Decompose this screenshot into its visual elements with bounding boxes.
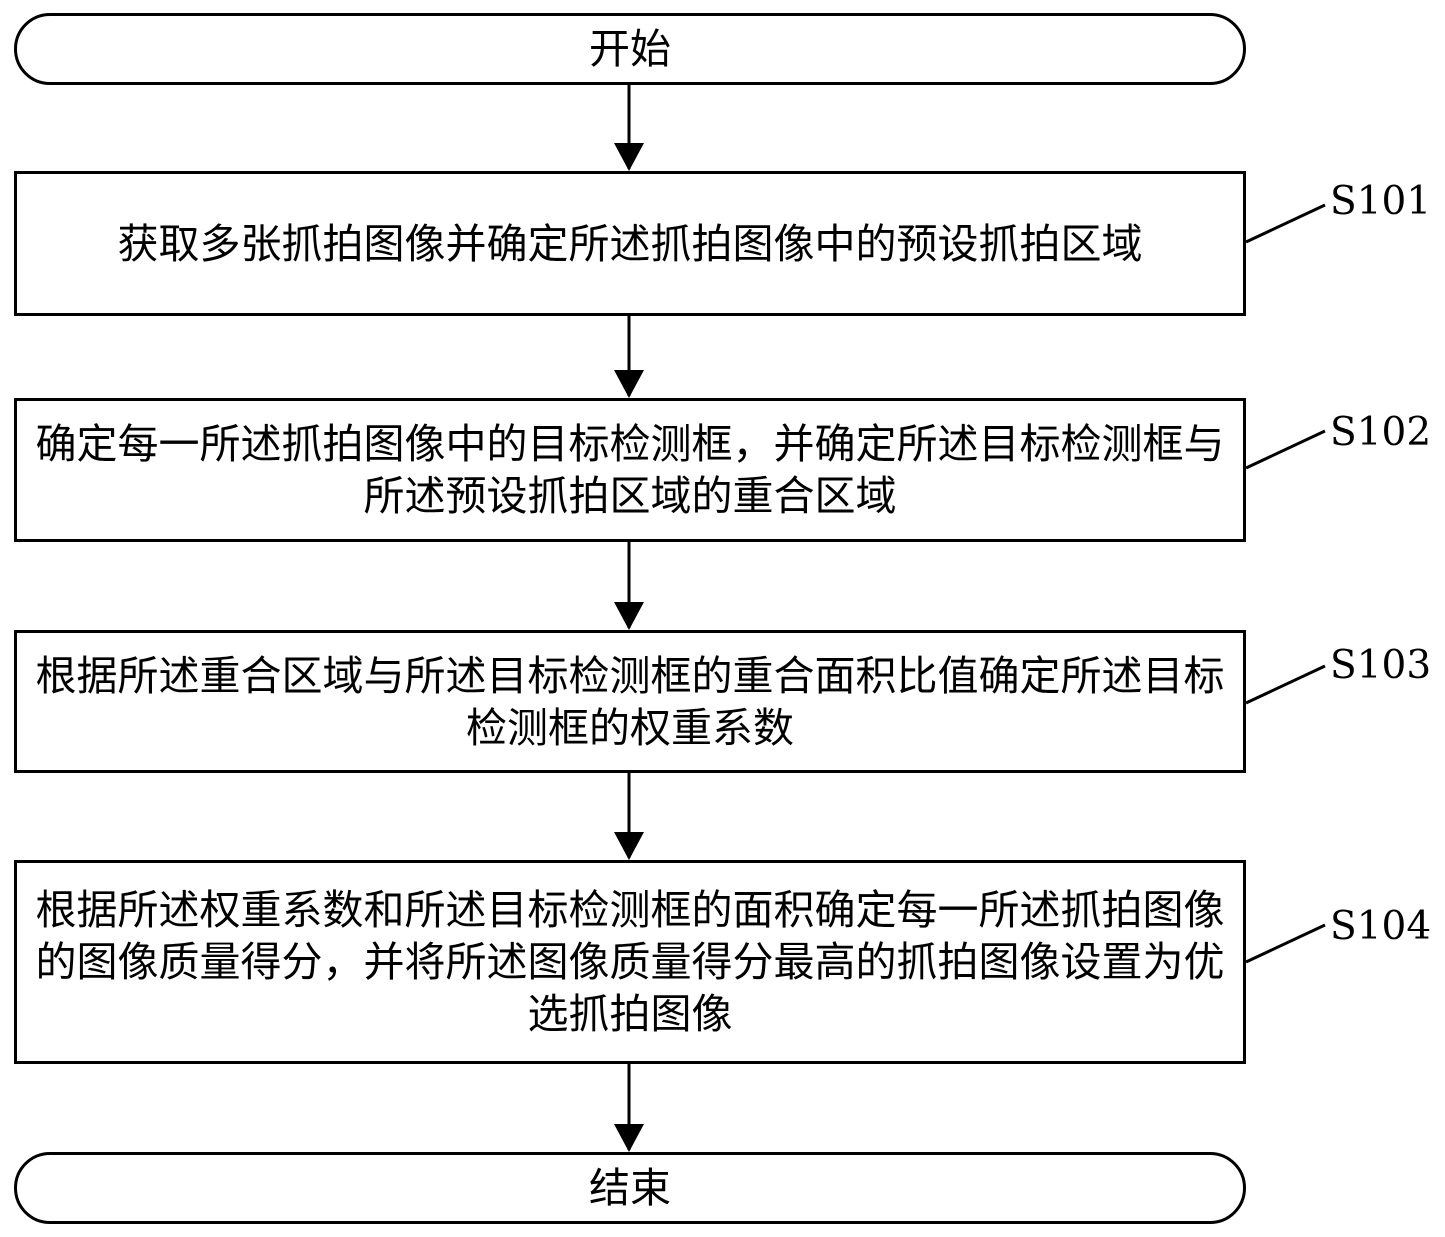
step-box-s102: 确定每一所述抓拍图像中的目标检测框，并确定所述目标检测框与所述预设抓拍区域的重合…	[14, 398, 1246, 542]
step-text-s104: 根据所述权重系数和所述目标检测框的面积确定每一所述抓拍图像的图像质量得分，并将所…	[35, 886, 1225, 1038]
step-label-s102: S102	[1330, 410, 1432, 455]
leader-line-s103	[1245, 664, 1326, 705]
start-label: 开始	[589, 25, 671, 73]
step-text-s103: 根据所述重合区域与所述目标检测框的重合面积比值确定所述目标检测框的权重系数	[35, 651, 1225, 752]
step-label-s103: S103	[1330, 643, 1432, 688]
step-label-s101: S101	[1330, 179, 1432, 224]
arrowhead-s103-to-s104	[614, 832, 644, 860]
leader-line-s102	[1245, 429, 1326, 470]
arrowhead-s104-to-end	[614, 1124, 644, 1152]
leader-line-s101	[1245, 203, 1326, 244]
end-label: 结束	[589, 1164, 671, 1212]
step-label-s104: S104	[1330, 904, 1432, 949]
step-box-s101: 获取多张抓拍图像并确定所述抓拍图像中的预设抓拍区域	[14, 171, 1246, 316]
leader-line-s104	[1245, 923, 1326, 964]
step-box-s104: 根据所述权重系数和所述目标检测框的面积确定每一所述抓拍图像的图像质量得分，并将所…	[14, 860, 1246, 1064]
start-terminal: 开始	[14, 13, 1246, 85]
end-terminal: 结束	[14, 1152, 1246, 1224]
step-text-s102: 确定每一所述抓拍图像中的目标检测框，并确定所述目标检测框与所述预设抓拍区域的重合…	[35, 420, 1225, 520]
arrowhead-s101-to-s102	[614, 370, 644, 398]
step-text-s101: 获取多张抓拍图像并确定所述抓拍图像中的预设抓拍区域	[117, 219, 1143, 268]
arrowhead-s102-to-s103	[614, 602, 644, 630]
step-box-s103: 根据所述重合区域与所述目标检测框的重合面积比值确定所述目标检测框的权重系数	[14, 630, 1246, 773]
arrowhead-start-to-s101	[614, 143, 644, 171]
